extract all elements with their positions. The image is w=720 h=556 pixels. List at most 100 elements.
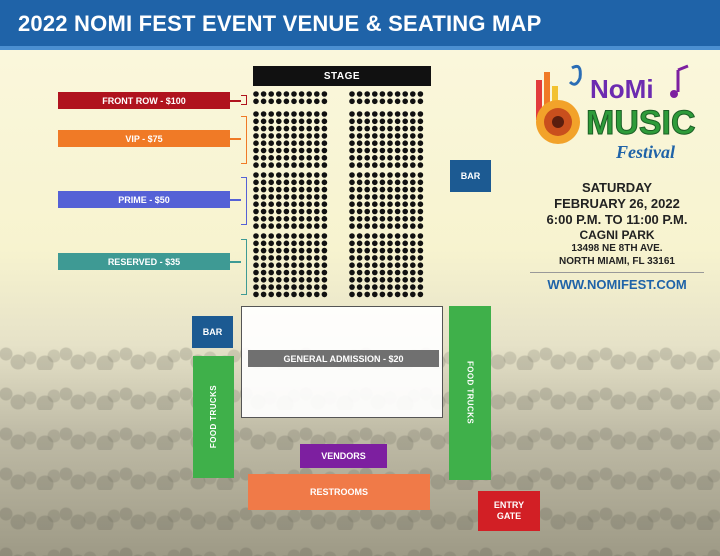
seat xyxy=(349,277,355,283)
front-row-connector xyxy=(230,100,241,102)
seat xyxy=(276,269,282,276)
seat xyxy=(276,91,282,97)
seat xyxy=(298,201,305,207)
entry-gate[interactable]: ENTRY GATE xyxy=(478,491,540,531)
seat xyxy=(253,262,259,268)
seat xyxy=(321,284,328,290)
seat xyxy=(306,269,312,276)
seat xyxy=(321,291,328,298)
seat xyxy=(253,186,259,193)
seat xyxy=(387,269,393,276)
seat xyxy=(298,223,305,229)
seat xyxy=(349,111,355,117)
seat xyxy=(298,155,305,161)
seat xyxy=(283,125,290,132)
seat xyxy=(402,284,408,290)
seat xyxy=(402,118,408,125)
food-trucks-right[interactable]: FOOD TRUCKS xyxy=(449,306,491,480)
seat xyxy=(387,125,393,132)
seat xyxy=(410,223,416,229)
seat xyxy=(394,201,401,207)
seat xyxy=(372,147,378,154)
seat xyxy=(321,233,328,239)
seat xyxy=(349,240,355,247)
seat xyxy=(417,233,424,239)
seat xyxy=(283,291,290,298)
seat xyxy=(321,172,328,178)
seat xyxy=(410,269,416,276)
seat xyxy=(276,216,282,222)
seat xyxy=(349,98,355,105)
seat xyxy=(253,269,259,276)
seat xyxy=(410,194,416,200)
seat xyxy=(372,247,378,254)
seat xyxy=(314,216,320,222)
seat xyxy=(364,208,370,215)
seat xyxy=(306,98,312,105)
seat xyxy=(314,162,320,168)
seat xyxy=(364,98,370,105)
seating-grid xyxy=(253,91,424,298)
seat xyxy=(387,247,393,254)
seat xyxy=(276,125,282,132)
seat xyxy=(349,91,355,97)
seat xyxy=(394,255,401,261)
section-general-admission[interactable]: GENERAL ADMISSION - $20 xyxy=(248,350,439,367)
seat xyxy=(260,240,267,247)
seat xyxy=(291,98,297,105)
seat xyxy=(314,133,320,139)
seat xyxy=(314,155,320,161)
seat xyxy=(276,277,282,283)
seat xyxy=(364,91,370,97)
seat xyxy=(306,262,312,268)
seat xyxy=(417,186,424,193)
seat xyxy=(387,216,393,222)
seat xyxy=(349,201,355,207)
seat xyxy=(410,255,416,261)
bar-left[interactable]: BAR xyxy=(192,316,233,348)
food-trucks-left[interactable]: FOOD TRUCKS xyxy=(193,356,234,478)
seat xyxy=(298,140,305,146)
seat xyxy=(372,216,378,222)
seat xyxy=(349,223,355,229)
seat xyxy=(321,194,328,200)
seat xyxy=(291,216,297,222)
section-front-row[interactable]: FRONT ROW - $100 xyxy=(58,92,230,109)
seat xyxy=(298,172,305,178)
seat xyxy=(276,98,282,105)
seat xyxy=(283,194,290,200)
seat xyxy=(306,91,312,97)
seat xyxy=(364,240,370,247)
seat xyxy=(260,179,267,186)
seat xyxy=(268,91,274,97)
seat xyxy=(417,284,424,290)
vendors-area[interactable]: VENDORS xyxy=(300,444,387,468)
seat xyxy=(314,255,320,261)
seat xyxy=(410,179,416,186)
seat xyxy=(410,140,416,146)
section-prime[interactable]: PRIME - $50 xyxy=(58,191,230,208)
section-vip[interactable]: VIP - $75 xyxy=(58,130,230,147)
website-link[interactable]: WWW.NOMIFEST.COM xyxy=(547,277,687,292)
seat xyxy=(276,262,282,268)
seat xyxy=(387,262,393,268)
section-reserved[interactable]: RESERVED - $35 xyxy=(58,253,230,270)
seat xyxy=(268,179,274,186)
seat xyxy=(402,140,408,146)
seat xyxy=(349,216,355,222)
seat xyxy=(314,240,320,247)
seat xyxy=(372,269,378,276)
seat xyxy=(364,172,370,178)
seat xyxy=(387,91,393,97)
seat xyxy=(402,155,408,161)
seat xyxy=(379,98,386,105)
seat xyxy=(387,98,393,105)
seat xyxy=(394,179,401,186)
restrooms-area[interactable]: RESTROOMS xyxy=(248,474,430,510)
seat xyxy=(291,186,297,193)
bar-right[interactable]: BAR xyxy=(450,160,491,192)
seat xyxy=(379,155,386,161)
seat xyxy=(298,240,305,247)
seat xyxy=(306,247,312,254)
event-info: SATURDAY FEBRUARY 26, 2022 6:00 P.M. TO … xyxy=(530,180,704,292)
